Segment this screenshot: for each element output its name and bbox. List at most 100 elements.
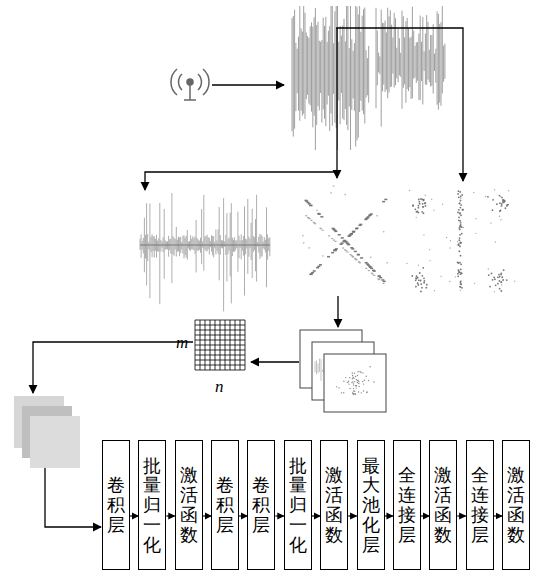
drawing-mark — [313, 270, 316, 272]
drawing-mark — [171, 193, 172, 283]
drawing-mark — [195, 370, 245, 371]
drawing-mark — [352, 377, 353, 378]
drawing-mark — [368, 270, 370, 271]
drawing-mark — [383, 281, 386, 283]
drawing-mark — [349, 388, 350, 389]
layer-box: 全连接层 — [466, 440, 494, 570]
layer-label: 激活函数 — [434, 465, 452, 544]
drawing-mark — [298, 37, 299, 111]
layer-box: 批量归一化 — [138, 440, 166, 570]
drawing-mark — [364, 8, 365, 124]
drawing-mark — [392, 37, 393, 73]
drawing-mark — [357, 375, 358, 376]
drawing-mark — [422, 267, 424, 269]
drawing-mark — [353, 390, 354, 391]
layer-label: 卷积层 — [216, 475, 234, 534]
layer-box: 激活函数 — [320, 440, 348, 570]
drawing-mark — [186, 236, 187, 258]
drawing-mark — [409, 38, 410, 87]
drawing-mark — [424, 51, 425, 71]
drawing-mark — [352, 231, 355, 233]
drawing-mark — [322, 370, 323, 372]
drawing-mark — [334, 231, 337, 233]
drawing-mark — [499, 276, 501, 278]
drawing-mark — [460, 269, 462, 271]
drawing-mark — [306, 33, 307, 100]
drawing-mark — [338, 42, 339, 101]
drawing-mark — [459, 286, 461, 288]
drawing-mark — [358, 381, 359, 382]
drawing-mark — [416, 42, 417, 83]
drawing-mark — [319, 359, 320, 372]
drawing-mark — [345, 41, 346, 109]
drawing-mark — [416, 211, 418, 213]
drawing-mark — [442, 203, 443, 204]
drawing-mark — [418, 264, 419, 265]
drawing-mark — [223, 198, 224, 311]
drawing-mark — [366, 263, 369, 265]
drawing-mark — [442, 6, 443, 94]
drawing-mark — [365, 268, 367, 269]
drawing-mark — [421, 287, 423, 289]
drawing-mark — [459, 229, 461, 231]
flow-arrow — [45, 468, 101, 527]
drawing-mark — [309, 205, 312, 207]
drawing-mark — [265, 240, 266, 253]
drawing-mark — [382, 201, 385, 203]
drawing-mark — [314, 223, 316, 224]
drawing-mark — [385, 20, 386, 92]
drawing-mark — [458, 262, 460, 264]
layer-label: 激活函数 — [507, 465, 525, 544]
drawing-mark — [457, 193, 459, 195]
drawing-mark — [355, 228, 358, 230]
drawing-mark — [323, 18, 324, 110]
drawing-mark — [146, 203, 147, 285]
drawing-mark — [423, 280, 425, 282]
drawing-mark — [292, 18, 293, 131]
drawing-mark — [314, 223, 316, 224]
drawing-mark — [460, 283, 462, 285]
drawing-mark — [457, 244, 458, 245]
drawing-mark — [357, 380, 358, 381]
drawing-mark — [322, 255, 324, 257]
drawing-mark — [195, 355, 245, 356]
drawing-mark — [160, 240, 161, 251]
drawing-mark — [460, 198, 461, 199]
drawing-mark — [333, 250, 336, 252]
drawing-mark — [495, 284, 497, 286]
layer-box: 卷积层 — [102, 440, 130, 570]
drawing-mark — [367, 58, 368, 95]
drawing-mark — [149, 204, 150, 299]
drawing-mark — [338, 234, 341, 236]
drawing-mark — [261, 234, 262, 256]
drawing-mark — [358, 386, 359, 387]
drawing-mark — [362, 381, 363, 382]
drawing-mark — [507, 204, 509, 206]
drawing-mark — [499, 288, 501, 290]
layer-label: 全连接层 — [398, 465, 416, 544]
drawing-mark — [250, 239, 251, 248]
drawing-mark — [352, 392, 353, 393]
drawing-mark — [316, 25, 317, 125]
drawing-mark — [366, 376, 367, 377]
drawing-mark — [402, 11, 403, 109]
layer-label: 激活函数 — [180, 465, 198, 544]
drawing-mark — [230, 213, 231, 277]
drawing-mark — [408, 28, 409, 91]
layer-box: 批量归一化 — [284, 440, 312, 570]
drawing-mark — [217, 240, 218, 250]
drawing-mark — [357, 254, 360, 256]
drawing-mark — [303, 242, 305, 244]
drawing-mark — [458, 239, 460, 241]
drawing-mark — [377, 278, 379, 279]
drawing-mark — [333, 250, 336, 252]
drawing-mark — [318, 213, 321, 215]
drawing-mark — [418, 201, 420, 203]
drawing-mark — [196, 220, 197, 273]
drawing-mark — [228, 239, 229, 254]
drawing-mark — [324, 26, 325, 119]
drawing-mark — [383, 231, 385, 233]
drawing-mark — [455, 276, 456, 277]
drawing-mark — [335, 248, 338, 250]
drawing-mark — [352, 256, 354, 257]
